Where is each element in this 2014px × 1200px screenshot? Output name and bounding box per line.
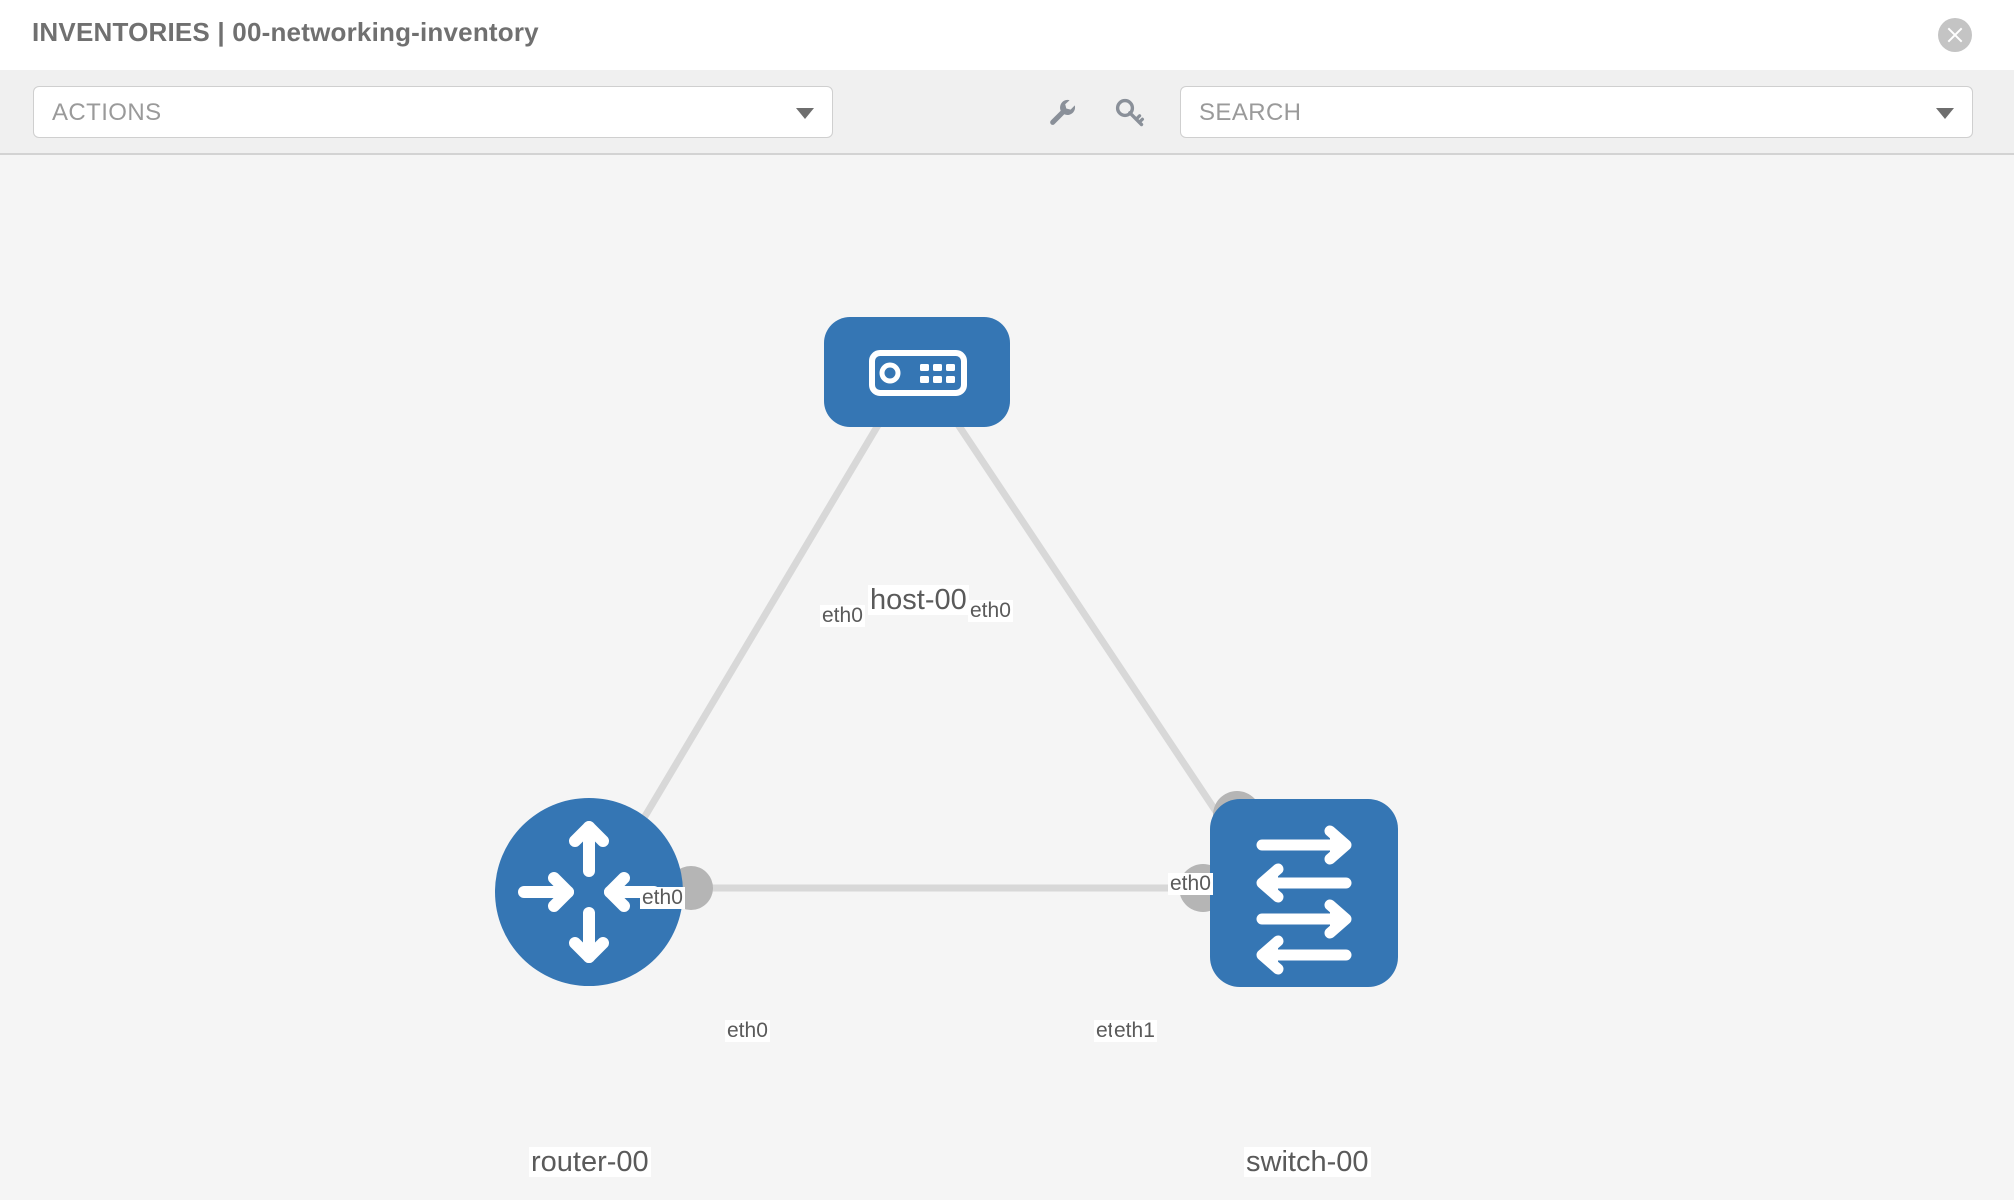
node-host-00[interactable]: [824, 317, 1010, 427]
chevron-down-icon: [796, 108, 814, 119]
server-icon: [869, 350, 967, 396]
iface-label: eth0: [725, 1019, 770, 1043]
iface-label: eth0: [968, 599, 1013, 623]
topology-graph: [495, 317, 1398, 987]
router-icon: [518, 821, 660, 963]
switch-icon: [1256, 825, 1352, 975]
node-router-00[interactable]: [495, 798, 683, 986]
toolbar: ACTIONS SEARCH: [0, 70, 2014, 155]
chevron-down-icon: [1936, 108, 1954, 119]
iface-label: eth0: [820, 604, 865, 628]
wrench-icon[interactable]: [1045, 96, 1079, 130]
topology-canvas[interactable]: eth0 eth0 eth0 eth0 eth0 eth eth1 host-0…: [0, 155, 2014, 1200]
link-host-router[interactable]: [606, 403, 894, 877]
iface-label: eth0: [640, 886, 685, 910]
node-label-router: router-00: [529, 1146, 651, 1178]
node-label-host: host-00: [868, 584, 969, 616]
iface-label: eth0: [1168, 872, 1213, 896]
link-host-switch[interactable]: [942, 403, 1248, 857]
page-header: INVENTORIES | 00-networking-inventory: [0, 0, 2014, 70]
page-title: INVENTORIES | 00-networking-inventory: [32, 17, 539, 47]
actions-dropdown[interactable]: ACTIONS: [33, 86, 833, 138]
close-icon[interactable]: [1938, 18, 1972, 52]
iface-label: eth1: [1112, 1019, 1157, 1043]
search-input[interactable]: SEARCH: [1180, 86, 1973, 138]
key-icon[interactable]: [1113, 96, 1147, 130]
node-label-switch: switch-00: [1244, 1146, 1371, 1178]
graph-links: [606, 403, 1248, 892]
node-switch-00[interactable]: [1210, 799, 1398, 987]
search-input-placeholder: SEARCH: [1199, 99, 1302, 126]
actions-dropdown-label: ACTIONS: [52, 99, 162, 126]
